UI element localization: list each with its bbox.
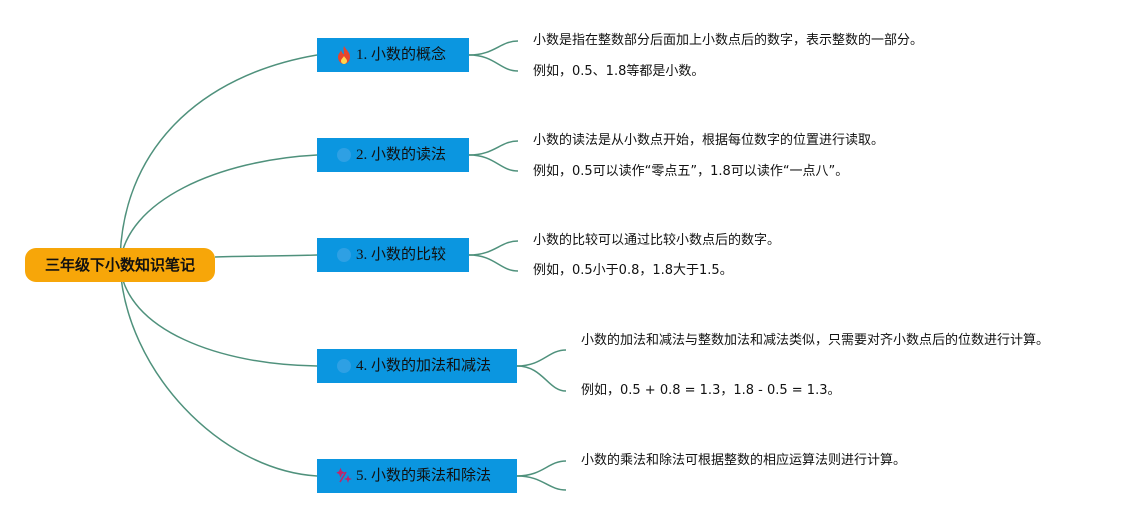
- connector-root-topic-2: [119, 154, 318, 266]
- faint-icon: [334, 356, 354, 376]
- topic-3-label: 3. 小数的比较: [356, 247, 447, 263]
- topic-2-node[interactable]: 2. 小数的读法: [317, 138, 469, 172]
- connector-topic-1-leaf-1: [468, 40, 519, 56]
- topic-1-note-2: 例如，0.5、1.8等都是小数。: [533, 64, 705, 79]
- topic-3-node[interactable]: 3. 小数的比较: [317, 238, 469, 272]
- sparkle-icon: [334, 466, 354, 486]
- faint-icon: [334, 245, 354, 265]
- topic-4-label: 4. 小数的加法和减法: [356, 358, 492, 374]
- connector-root-topic-5: [119, 264, 318, 477]
- topic-3-note-1: 小数的比较可以通过比较小数点后的数字。: [533, 233, 781, 248]
- connector-topic-2-leaf-1: [468, 140, 519, 156]
- connector-root-topic-4: [119, 264, 318, 367]
- topic-4-node[interactable]: 4. 小数的加法和减法: [317, 349, 517, 383]
- topic-4-note-1: 小数的加法和减法与整数加法和减法类似，只需要对齐小数点后的位数进行计算。: [581, 333, 1050, 348]
- topic-5-node[interactable]: 5. 小数的乘法和除法: [317, 459, 517, 493]
- topic-2-note-2: 例如，0.5可以读作“零点五”，1.8可以读作“一点八”。: [533, 164, 849, 179]
- connector-root-topic-3: [214, 254, 318, 258]
- topic-1-label: 1. 小数的概念: [356, 47, 447, 63]
- topic-2-label: 2. 小数的读法: [356, 147, 447, 163]
- root-node[interactable]: 三年级下小数知识笔记: [25, 248, 215, 282]
- connector-topic-4-leaf-1: [516, 349, 567, 367]
- connector-topic-1-leaf-2: [468, 54, 519, 72]
- topic-3-note-2: 例如，0.5小于0.8，1.8大于1.5。: [533, 263, 733, 278]
- connector-topic-4-leaf-2: [516, 365, 567, 392]
- connector-topic-5-leaf-1: [516, 460, 567, 477]
- connector-topic-2-leaf-2: [468, 154, 519, 172]
- connector-topic-5-leaf-2: [516, 475, 567, 491]
- connector-root-topic-1: [119, 54, 318, 266]
- fire-icon: [334, 45, 354, 65]
- faint-icon: [334, 145, 354, 165]
- connector-topic-3-leaf-2: [468, 254, 519, 272]
- topic-1-node[interactable]: 1. 小数的概念: [317, 38, 469, 72]
- topic-4-note-2: 例如，0.5 + 0.8 = 1.3，1.8 - 0.5 = 1.3。: [581, 383, 841, 398]
- topic-2-note-1: 小数的读法是从小数点开始，根据每位数字的位置进行读取。: [533, 133, 885, 148]
- topic-1-note-1: 小数是指在整数部分后面加上小数点后的数字，表示整数的一部分。: [533, 33, 924, 48]
- topic-5-label: 5. 小数的乘法和除法: [356, 468, 492, 484]
- topic-5-note-1: 小数的乘法和除法可根据整数的相应运算法则进行计算。: [581, 453, 907, 468]
- connector-topic-3-leaf-1: [468, 240, 519, 256]
